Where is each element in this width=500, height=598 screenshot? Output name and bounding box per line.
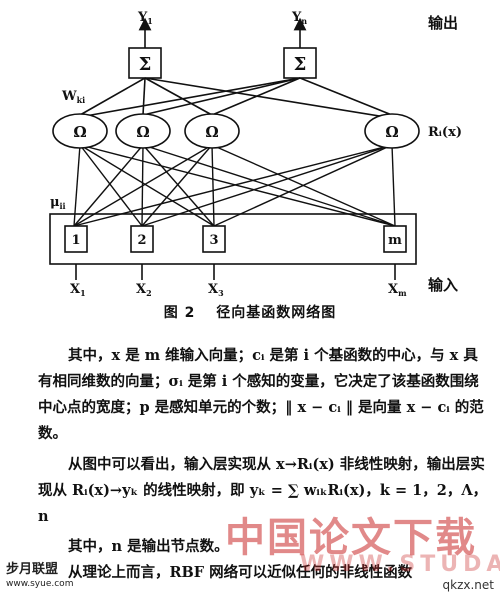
weight-label: Wki — [61, 89, 85, 105]
input-node-3 — [202, 225, 226, 253]
omega-symbol-2: Ω — [136, 123, 149, 141]
sum-symbol-1: Σ — [139, 54, 152, 75]
logo-text: 步月联盟 — [6, 562, 59, 577]
input-node-label-m: m — [388, 233, 402, 248]
mu-label: μii — [50, 195, 66, 211]
omega-symbol-1: Ω — [73, 123, 86, 141]
input-label-xm: Xm — [388, 282, 407, 298]
input-node-label-2: 2 — [137, 233, 146, 248]
input-node-2 — [130, 225, 154, 253]
input-node-1 — [64, 225, 88, 253]
rbf-node-3 — [184, 113, 240, 149]
input-node-label-3: 3 — [209, 233, 218, 248]
paragraph-4: 从理论上而言，RBF 网络可以近似任何的非线性函数 — [68, 564, 413, 581]
rbf-node-2 — [115, 113, 171, 149]
input-label-x1: X1 — [70, 282, 86, 298]
paragraph-2: 从图中可以看出，输入层实现从 x→Rᵢ(x) 非线性映射，输出层实现从 Rᵢ(x… — [38, 456, 488, 525]
logo-url: www.syue.com — [6, 579, 74, 589]
sum-symbol-n: Σ — [294, 54, 307, 75]
input-text: 输入 — [428, 276, 458, 294]
omega-symbol-3: Ω — [205, 123, 218, 141]
input-label-x3: X3 — [208, 282, 224, 298]
site-logo: 步月联盟 www.syue.com — [6, 562, 74, 591]
paragraph-1: 其中，x 是 m 维输入向量；cᵢ 是第 i 个基函数的中心，与 x 具有相同维… — [38, 347, 484, 442]
rbf-node-1 — [52, 113, 108, 149]
corner-url: qkzx.net — [442, 578, 494, 592]
rbf-node-p — [364, 113, 420, 149]
sum-node-1 — [128, 47, 162, 79]
output-text: 输出 — [428, 14, 458, 32]
omega-symbol-p: Ω — [385, 123, 398, 141]
input-node-label-1: 1 — [71, 233, 80, 248]
input-node-m — [383, 225, 407, 253]
input-layer-frame — [49, 213, 417, 265]
figure-caption: 图 2 径向基函数网络图 — [163, 305, 337, 321]
watermark-sub: WWW.STUDA. — [300, 552, 500, 577]
output-label-y1: Y1 — [137, 10, 153, 26]
r-label: Rᵢ(x) — [428, 125, 462, 140]
output-label-yn: Yn — [291, 10, 307, 26]
sum-node-n — [283, 47, 317, 79]
watermark-main: 中国论文下载 — [225, 515, 477, 561]
paragraph-3: 其中，n 是输出节点数。 — [68, 538, 229, 555]
input-label-x2: X2 — [136, 282, 152, 298]
rbf-network-diagram: Y1 Yn Σ Σ Ω Ω Ω Ω Wki μii Rᵢ(x) 1 2 3 m … — [49, 10, 462, 298]
